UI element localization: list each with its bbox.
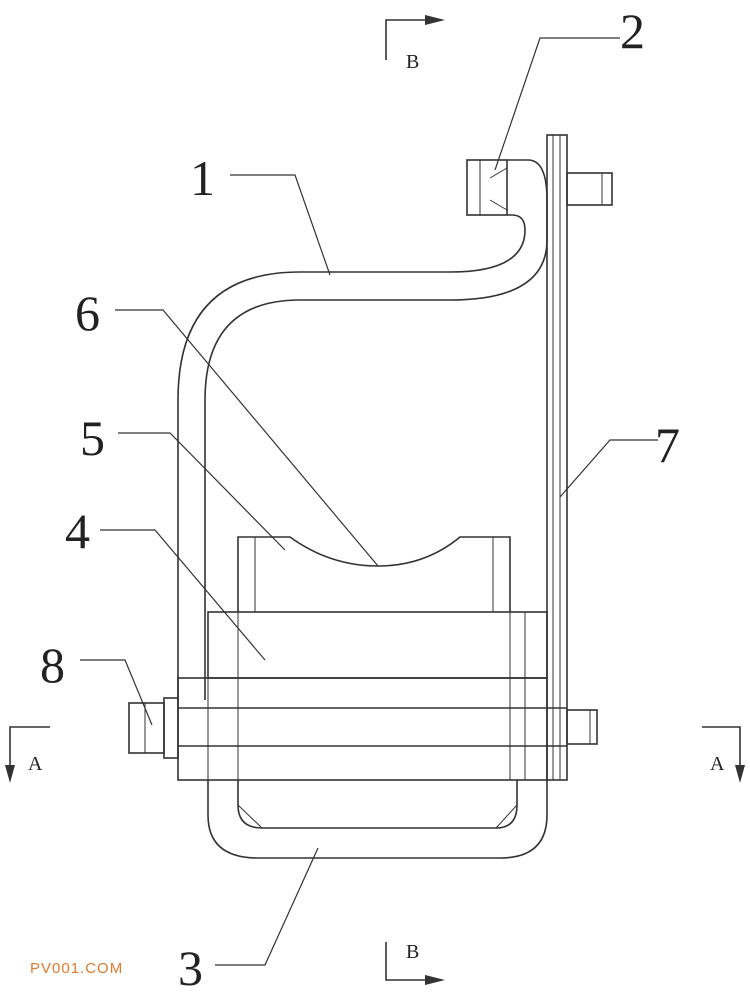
section-letter-a-right: A [710, 753, 725, 775]
clamp-block [177, 611, 548, 781]
watermark: PV001.COM [30, 960, 124, 977]
u-loop [207, 780, 548, 859]
label-part-1: 1 [190, 150, 215, 206]
label-part-7: 7 [655, 417, 680, 473]
leader-4 [100, 529, 266, 661]
leader-3 [215, 847, 319, 966]
top-bolt [466, 159, 613, 216]
label-part-3: 3 [178, 940, 203, 996]
bottom-bolt [128, 697, 598, 759]
leader-1 [230, 174, 331, 276]
leader-8 [80, 659, 153, 726]
label-part-8: 8 [40, 637, 65, 693]
label-part-2: 2 [620, 3, 645, 59]
label-part-4: 4 [65, 503, 90, 559]
section-marker-a-right [702, 726, 745, 783]
label-part-6: 6 [75, 285, 100, 341]
leader-6 [115, 309, 379, 567]
curved-rod [177, 159, 548, 700]
section-letter-b-top: B [406, 51, 419, 73]
saddle-block [237, 536, 511, 612]
section-marker-a-left [5, 726, 50, 783]
label-part-5: 5 [80, 410, 105, 466]
section-marker-b-top [385, 15, 445, 60]
vertical-plate [546, 134, 568, 781]
leader-5 [118, 432, 286, 551]
section-letter-b-bottom: B [406, 941, 419, 963]
leader-2 [494, 37, 620, 171]
section-marker-b-bottom [385, 942, 445, 985]
leader-7 [559, 439, 658, 498]
section-letter-a-left: A [28, 753, 43, 775]
